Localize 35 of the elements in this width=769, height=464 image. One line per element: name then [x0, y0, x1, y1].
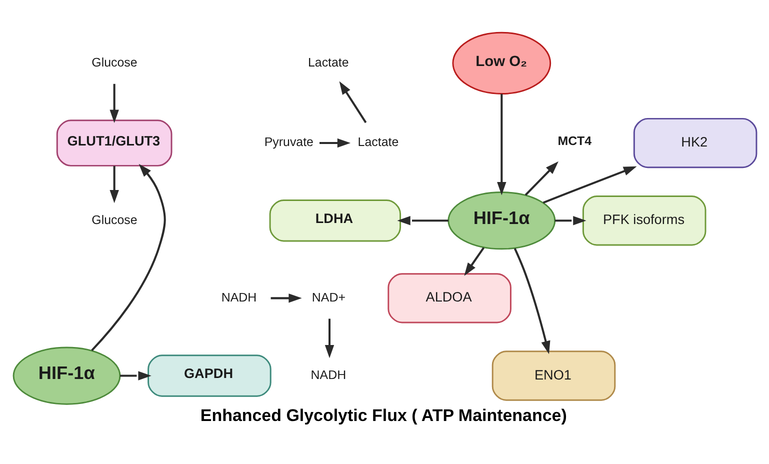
node-box: GAPDH: [147, 354, 271, 396]
node-text: Lactate: [307, 54, 348, 69]
node-box: LDHA: [268, 198, 401, 242]
node-box: ALDOA: [387, 272, 511, 323]
arrow: [109, 165, 118, 203]
arrow: [396, 216, 448, 225]
node-box: HK2: [632, 117, 757, 168]
node-text: NAD+: [311, 290, 345, 304]
node-text: Lactate: [357, 134, 398, 149]
arrow: [324, 318, 334, 358]
node-box: ENO1: [491, 350, 616, 400]
arrow: [120, 370, 151, 380]
arrow: [338, 80, 366, 123]
node-text: MCT4: [557, 134, 592, 148]
node-ellipse: HIF-1α: [12, 346, 120, 404]
node-box: GLUT1/GLUT3: [56, 119, 172, 166]
arrow: [319, 138, 350, 148]
arrow: [90, 163, 166, 351]
node-text: Glucose: [91, 212, 137, 226]
arrow: [554, 216, 586, 225]
arrow: [464, 246, 484, 276]
arrow: [109, 83, 118, 122]
node-text: Glucose: [91, 54, 137, 69]
node-text: NADH: [310, 367, 346, 382]
arrow: [496, 93, 506, 195]
arrow: [270, 293, 302, 302]
caption: Enhanced Glycolytic Flux ( ATP Maintenance): [200, 406, 566, 425]
node-ellipse: HIF-1α: [447, 191, 556, 250]
node-box: PFK isoforms: [582, 195, 706, 246]
node-text: Pyruvate: [264, 134, 313, 149]
arrow: [542, 166, 636, 204]
arrow: [513, 248, 550, 354]
node-ellipse: Low O₂: [452, 31, 551, 94]
arrow: [524, 160, 558, 196]
node-text: NADH: [220, 290, 256, 304]
